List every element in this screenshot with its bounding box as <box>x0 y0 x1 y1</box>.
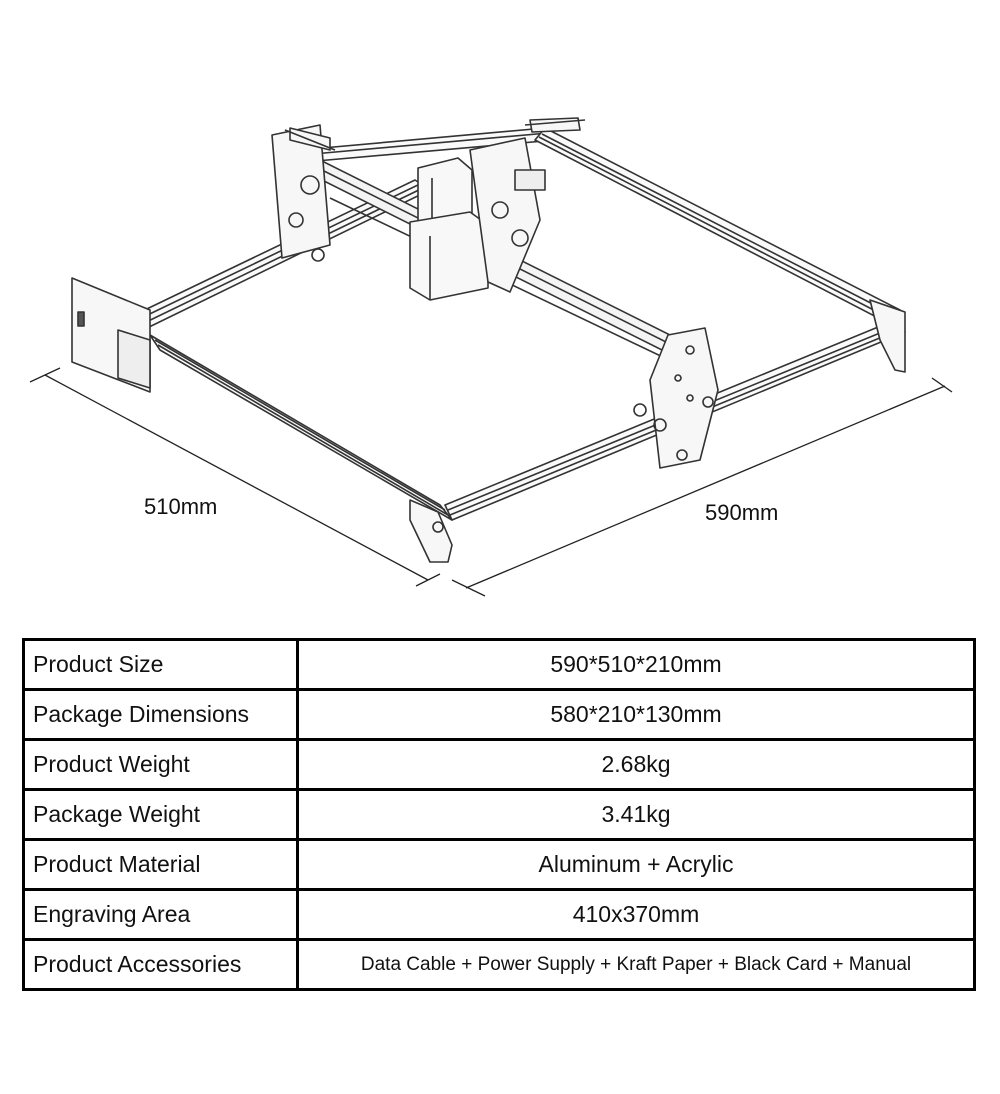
spec-label: Product Weight <box>22 738 299 791</box>
front-right-plate <box>633 327 719 469</box>
spec-value: 410x370mm <box>296 888 976 941</box>
table-row: Product Accessories Data Cable + Power S… <box>22 938 976 991</box>
right-motor-plate <box>469 137 546 293</box>
width-dimension-label: 590mm <box>705 500 779 525</box>
back-left-foot <box>284 127 336 151</box>
spec-value: Data Cable + Power Supply + Kraft Paper … <box>296 938 976 991</box>
spec-label: Product Material <box>22 838 299 891</box>
table-row: Package Weight 3.41kg <box>22 788 976 841</box>
back-right-foot <box>524 117 586 133</box>
front-rail <box>149 334 453 521</box>
spec-label: Engraving Area <box>22 888 299 941</box>
spec-label: Product Size <box>22 638 299 691</box>
spec-label: Package Dimensions <box>22 688 299 741</box>
table-row: Engraving Area 410x370mm <box>22 888 976 941</box>
left-motor-plate <box>271 124 331 262</box>
table-row: Product Weight 2.68kg <box>22 738 976 791</box>
laser-module <box>409 157 489 301</box>
table-row: Product Size 590*510*210mm <box>22 638 976 691</box>
table-row: Product Material Aluminum + Acrylic <box>22 838 976 891</box>
right-foot <box>869 299 906 373</box>
table-row: Package Dimensions 580*210*130mm <box>22 688 976 741</box>
spec-label: Product Accessories <box>22 938 299 991</box>
spec-value: Aluminum + Acrylic <box>296 838 976 891</box>
spec-value: 3.41kg <box>296 788 976 841</box>
engraver-frame-diagram <box>29 117 953 597</box>
spec-value: 2.68kg <box>296 738 976 791</box>
depth-dimension-label: 510mm <box>144 494 218 519</box>
spec-value: 580*210*130mm <box>296 688 976 741</box>
control-board <box>71 277 151 393</box>
spec-table: Product Size 590*510*210mm Package Dimen… <box>22 638 976 991</box>
spec-value: 590*510*210mm <box>296 638 976 691</box>
depth-dimension-line <box>29 367 441 587</box>
front-foot <box>409 499 453 563</box>
spec-label: Package Weight <box>22 788 299 841</box>
width-dimension-line <box>451 377 953 597</box>
